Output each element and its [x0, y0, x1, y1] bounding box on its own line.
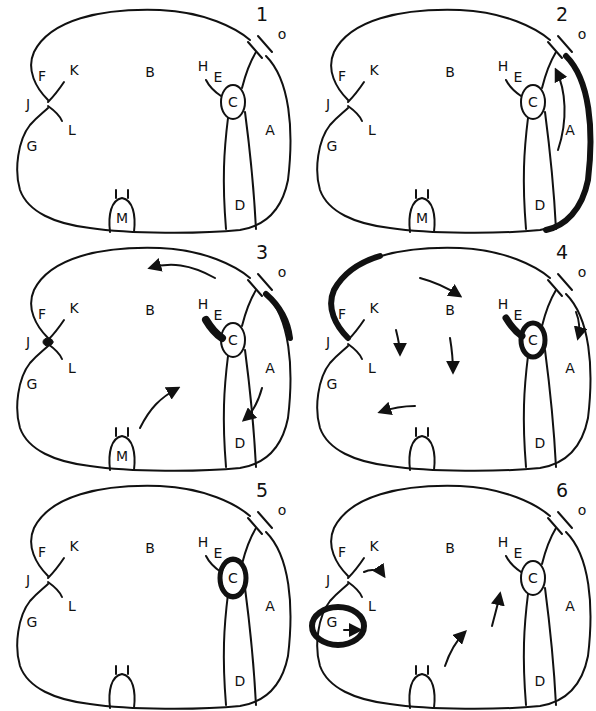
- part-letter: A: [265, 599, 275, 613]
- panel-number: 1: [256, 5, 268, 24]
- part-letter: J: [26, 335, 30, 349]
- part-letter: K: [69, 301, 78, 315]
- part-letter: L: [368, 123, 376, 137]
- part-letter: D: [235, 198, 246, 212]
- part-letter: C: [528, 571, 538, 585]
- part-letter: o: [578, 503, 587, 517]
- part-letter: J: [26, 573, 30, 587]
- part-letter: F: [38, 307, 46, 321]
- part-letter: J: [26, 97, 30, 111]
- part-letter: G: [27, 615, 38, 629]
- part-letter: C: [528, 95, 538, 109]
- part-letter: F: [38, 545, 46, 559]
- part-letter: o: [578, 265, 587, 279]
- part-letter: E: [514, 308, 523, 322]
- part-letter: L: [68, 123, 76, 137]
- part-letter: F: [338, 69, 346, 83]
- part-letter: H: [498, 297, 509, 311]
- part-letter: K: [69, 539, 78, 553]
- panel-number: 5: [256, 481, 268, 500]
- panel-number: 4: [556, 243, 568, 262]
- part-letter: G: [327, 377, 338, 391]
- part-letter: L: [68, 599, 76, 613]
- part-letter: E: [214, 70, 223, 84]
- part-letter: L: [68, 361, 76, 375]
- part-letter: A: [265, 123, 275, 137]
- part-letter: A: [565, 123, 575, 137]
- part-letter: H: [498, 535, 509, 549]
- part-letter: B: [445, 541, 455, 555]
- part-letter: o: [278, 265, 287, 279]
- part-letter: H: [198, 59, 209, 73]
- part-letter: G: [27, 377, 38, 391]
- part-letter: B: [445, 65, 455, 79]
- part-letter: K: [369, 301, 378, 315]
- panel-number: 3: [256, 243, 268, 262]
- part-letter: C: [228, 571, 238, 585]
- part-letter: H: [198, 297, 209, 311]
- part-letter: G: [327, 615, 338, 629]
- part-letter: F: [38, 69, 46, 83]
- part-letter: B: [145, 303, 155, 317]
- part-letter: E: [214, 546, 223, 560]
- part-letter: A: [265, 361, 275, 375]
- part-letter: B: [145, 65, 155, 79]
- part-letter: M: [116, 211, 128, 225]
- part-letter: H: [198, 535, 209, 549]
- part-letter: L: [368, 599, 376, 613]
- part-letter: A: [565, 361, 575, 375]
- part-letter: D: [535, 436, 546, 450]
- part-letter: A: [565, 599, 575, 613]
- part-letter: J: [326, 97, 330, 111]
- part-letter: M: [116, 449, 128, 463]
- part-letter: L: [368, 361, 376, 375]
- part-letter: H: [498, 59, 509, 73]
- part-letter: J: [326, 573, 330, 587]
- part-letter: K: [69, 63, 78, 77]
- part-letter: o: [578, 27, 587, 41]
- part-letter: G: [327, 139, 338, 153]
- panel-number: 6: [556, 481, 568, 500]
- part-letter: B: [445, 303, 455, 317]
- part-letter: M: [416, 211, 428, 225]
- part-letter: D: [535, 674, 546, 688]
- part-letter: J: [326, 335, 330, 349]
- part-letter: F: [338, 307, 346, 321]
- part-letter: C: [228, 333, 238, 347]
- part-letter: o: [278, 27, 287, 41]
- part-letter: F: [338, 545, 346, 559]
- part-letter: K: [369, 63, 378, 77]
- part-letter: o: [278, 503, 287, 517]
- part-letter: E: [514, 546, 523, 560]
- part-letter: K: [369, 539, 378, 553]
- part-letter: C: [228, 95, 238, 109]
- part-letter: E: [514, 70, 523, 84]
- panel-number: 2: [556, 5, 568, 24]
- part-letter: D: [235, 436, 246, 450]
- part-letter: D: [535, 198, 546, 212]
- part-letter: G: [27, 139, 38, 153]
- part-letter: D: [235, 674, 246, 688]
- part-letter: B: [145, 541, 155, 555]
- part-letter: C: [528, 333, 538, 347]
- part-letter: E: [214, 308, 223, 322]
